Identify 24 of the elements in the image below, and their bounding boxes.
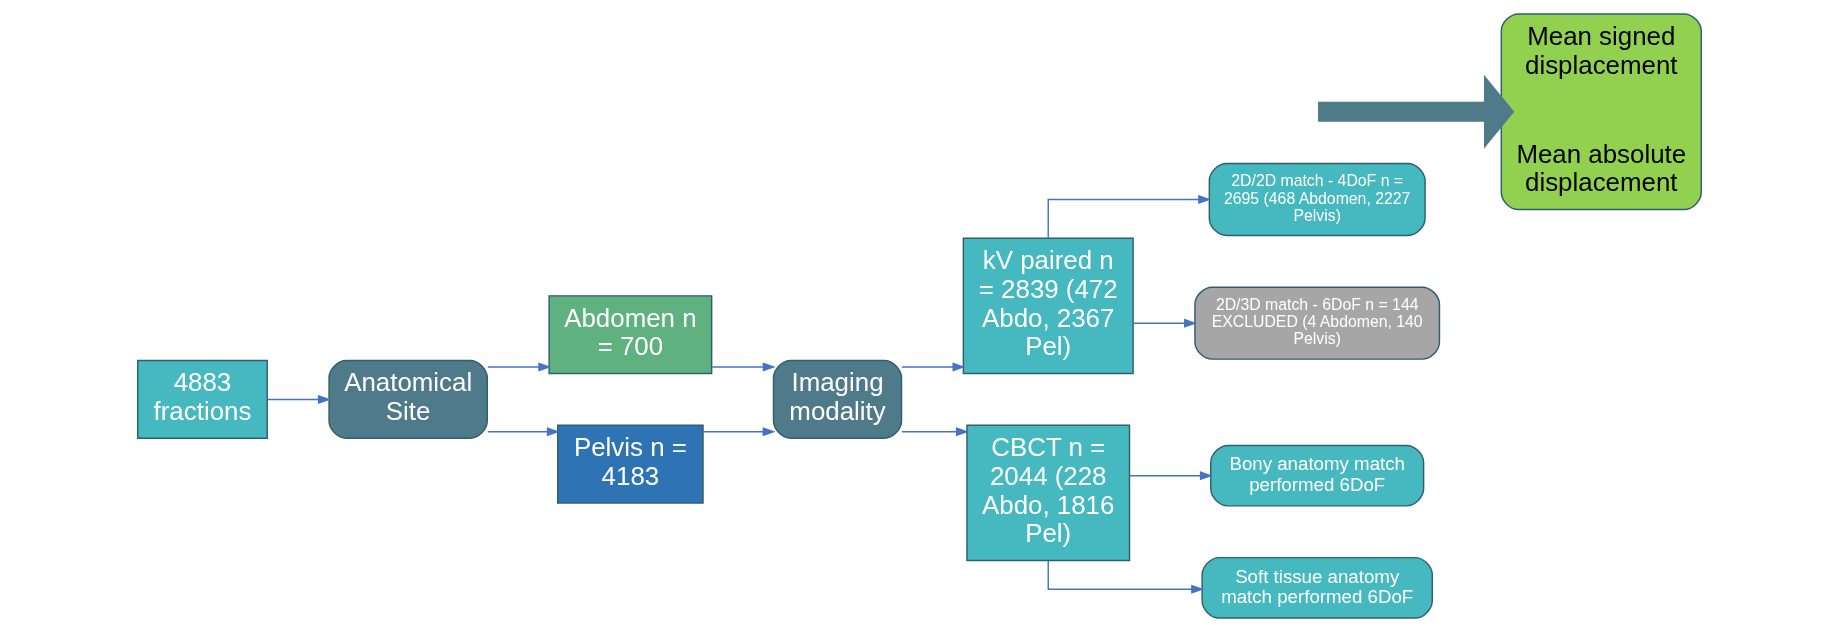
node-box: Soft tissue anatomy match performed 6DoF — [1201, 556, 1433, 619]
arrow — [1318, 74, 1515, 149]
arrow — [1047, 560, 1205, 594]
node-box: 2D/2D match - 4DoF n = 2695 (468 Abdomen, 2227 Pelvis) — [1208, 162, 1426, 237]
node-box: Mean signed displacement Mean absolute displacement — [1500, 13, 1702, 211]
arrow — [711, 362, 776, 372]
node-box: 4883 fractions — [137, 359, 268, 439]
node-box: Imaging modality — [772, 359, 903, 439]
node-box: Pelvis n = 4183 — [557, 424, 704, 504]
node-box: CBCT n = 2044 (228 Abdo, 1816 Pel) — [966, 424, 1131, 562]
node-box: kV paired n = 2839 (472 Abdo, 2367 Pel) — [962, 237, 1134, 375]
arrow — [1128, 471, 1213, 481]
arrow — [487, 427, 560, 437]
arrow — [266, 394, 331, 404]
arrow — [487, 362, 552, 372]
node-box: 2D/3D match - 6DoF n = 144 EXCLUDED (4 Abdomen, 140 Pelvis) — [1194, 286, 1441, 360]
arrow — [901, 427, 969, 437]
node-box: Bony anatomy match performed 6DoF — [1210, 444, 1425, 507]
arrow — [901, 362, 966, 372]
node-box: Abdomen n = 700 — [548, 295, 713, 375]
arrow — [1132, 318, 1197, 328]
node-box: Anatomical Site — [328, 359, 488, 439]
arrow — [1047, 194, 1212, 239]
arrow — [702, 427, 776, 437]
